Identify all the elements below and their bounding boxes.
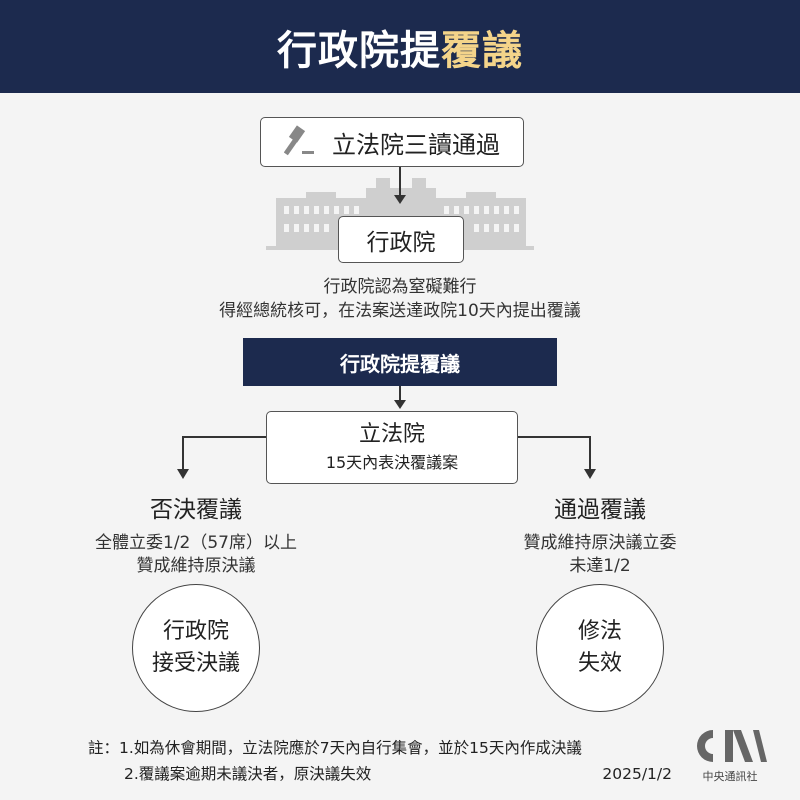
- branch-veto: 否決覆議 全體立委1/2（57席）以上贊成維持原決議: [56, 490, 336, 578]
- footnotes: 註：1.如為休會期間，立法院應於7天內自行集會，並於15天內作成決議 2.覆議案…: [88, 735, 582, 787]
- step2-description: 行政院認為窒礙難行 得經總統核可，在法案送達政院10天內提出覆議: [0, 275, 800, 323]
- cna-logo-icon: [697, 730, 767, 762]
- branch-desc: 全體立委1/2（57席）以上: [95, 533, 297, 553]
- step2-label: 行政院: [366, 229, 436, 256]
- arrow-down-icon: [394, 400, 406, 409]
- result-accept: 行政院接受決議: [132, 584, 260, 712]
- step-passed-third-reading: 立法院三讀通過: [260, 117, 524, 167]
- logo-caption: 中央通訊社: [702, 770, 758, 783]
- branch-desc: 未達1/2: [569, 556, 631, 576]
- title-highlight: 覆議: [441, 27, 523, 74]
- branch-pass: 通過覆議 贊成維持原決議立委未達1/2: [460, 490, 740, 578]
- arrow-down-icon: [584, 469, 596, 479]
- result-line: 修法: [577, 619, 622, 644]
- step-executive-yuan: 行政院: [338, 216, 464, 263]
- desc-line: 得經總統核可，在法案送達政院10天內提出覆議: [219, 301, 581, 321]
- step-propose-reconsideration: 行政院提覆議: [243, 338, 557, 386]
- desc-line: 行政院認為窒礙難行: [323, 277, 477, 297]
- branch-desc: 贊成維持原決議立委: [523, 533, 677, 553]
- title-main: 行政院提: [277, 27, 441, 74]
- step-legislative-vote: 立法院 15天內表決覆議案: [266, 411, 518, 484]
- result-line: 失效: [577, 651, 622, 676]
- page-title: 行政院提覆議: [277, 18, 523, 76]
- result-invalid: 修法失效: [536, 584, 664, 712]
- footnote: 2.覆議案逾期未議決者，原決議失效: [124, 765, 372, 783]
- footnote: 註：1.如為休會期間，立法院應於7天內自行集會，並於15天內作成決議: [88, 739, 582, 757]
- arrow-down-icon: [394, 195, 406, 204]
- result-line: 行政院: [162, 619, 229, 644]
- step4-subtitle: 15天內表決覆議案: [325, 452, 459, 472]
- gavel-icon: [284, 125, 314, 156]
- header: 行政院提覆議: [0, 0, 800, 93]
- result-line: 接受決議: [151, 651, 240, 676]
- step1-label: 立法院三讀通過: [332, 130, 500, 159]
- step4-title: 立法院: [358, 421, 425, 447]
- arrow-down-icon: [177, 469, 189, 479]
- branch-heading: 否決覆議: [150, 497, 242, 523]
- branch-desc: 贊成維持原決議: [136, 556, 256, 576]
- branch-heading: 通過覆議: [554, 497, 646, 523]
- date: 2025/1/2: [602, 765, 672, 783]
- cna-logo: 中央通訊社: [690, 728, 770, 784]
- step3-label: 行政院提覆議: [340, 351, 460, 376]
